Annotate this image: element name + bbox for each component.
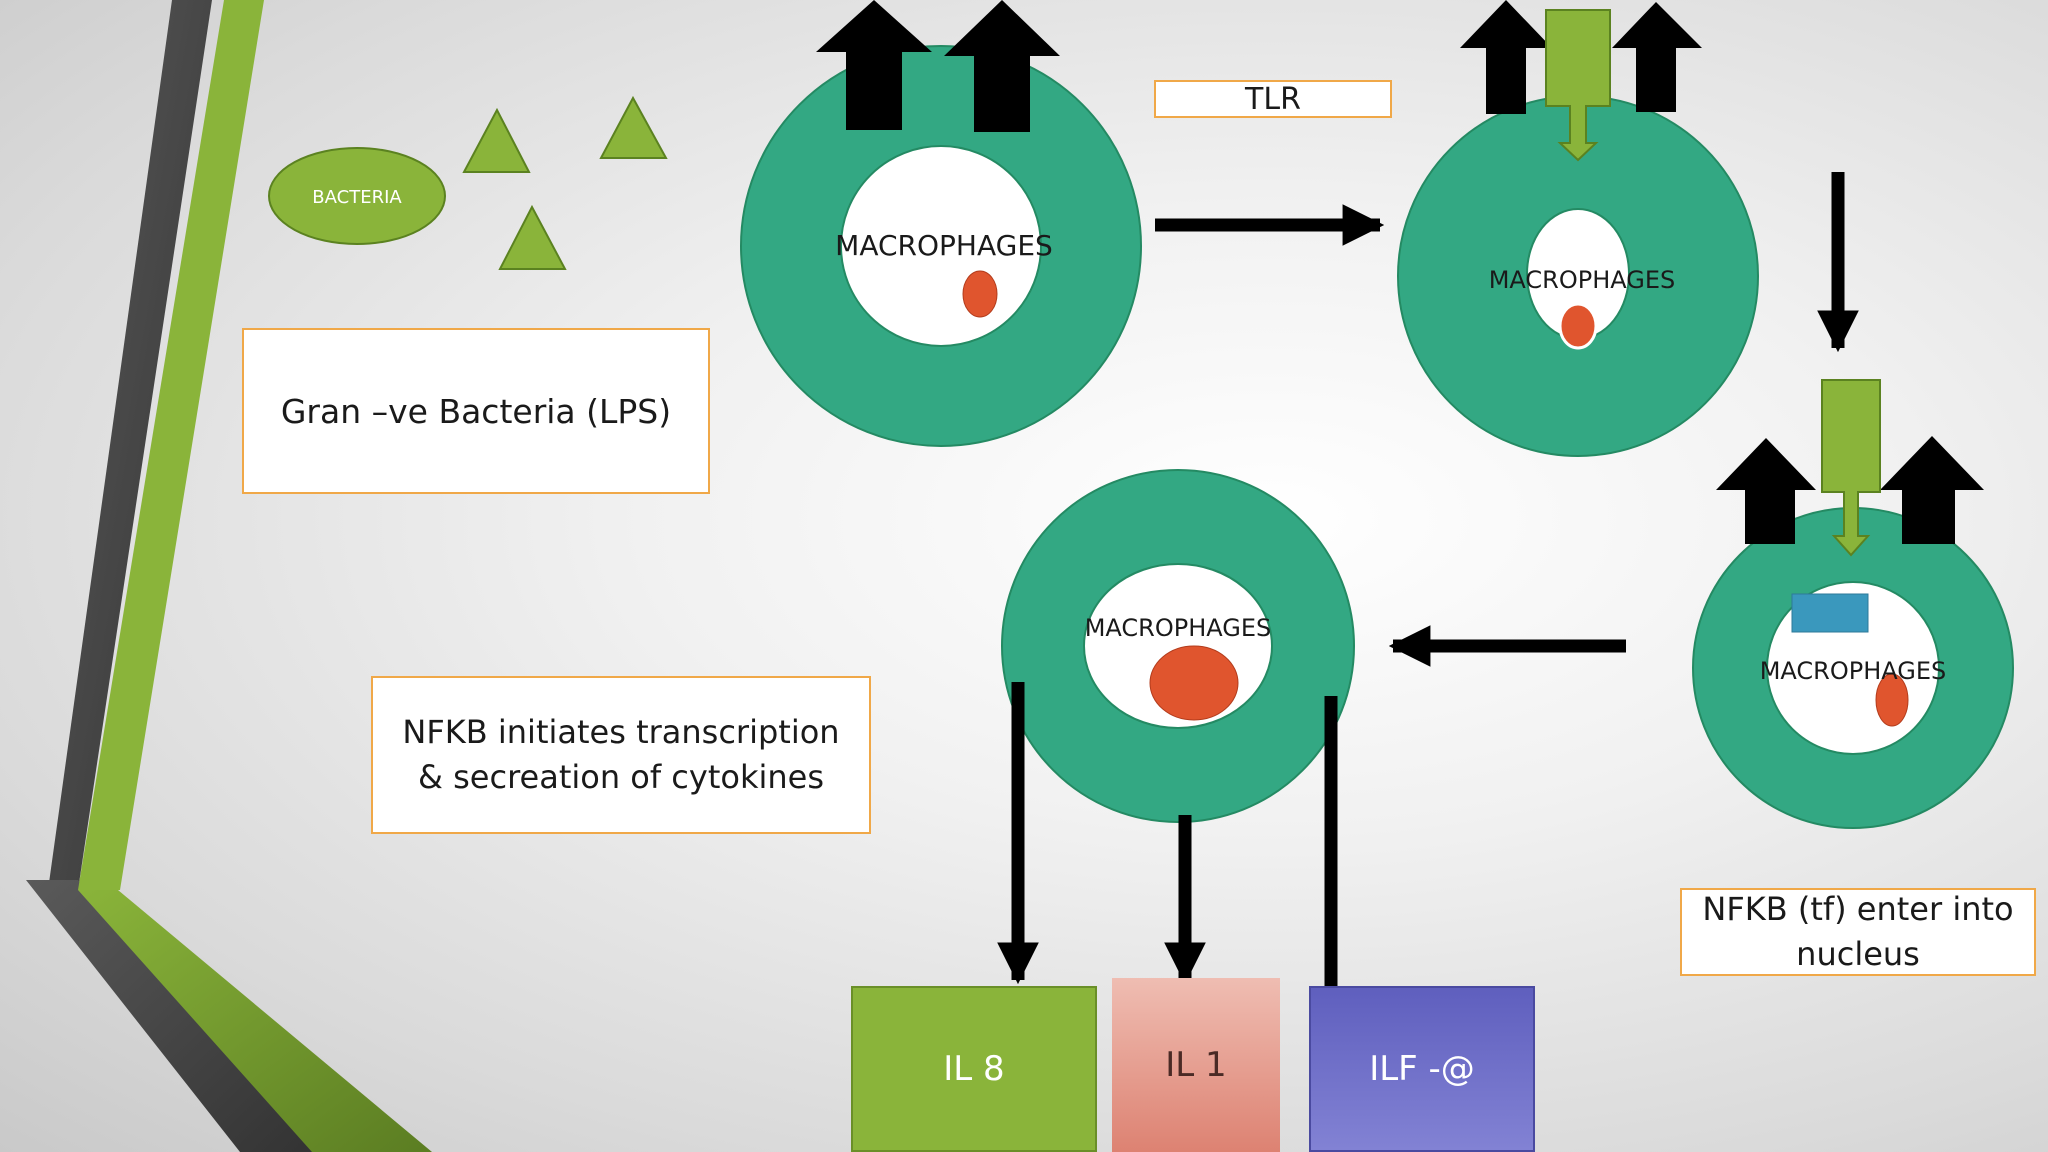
cell-3-label: MACROPHAGES <box>1760 657 1947 685</box>
bacteria-shape <box>268 147 446 245</box>
lps-triangle-3 <box>498 204 567 270</box>
receptor-arrow-up-1 <box>816 0 932 130</box>
macrophage-cell-1 <box>740 0 1142 447</box>
cytokine-box-il1: IL 1 <box>1112 978 1280 1152</box>
lps-triangle-1 <box>462 107 531 173</box>
cytokine-box-ilf: ILF -@ <box>1309 986 1535 1152</box>
receptor-arrow-up-5 <box>1716 438 1816 544</box>
dark-swoosh-upper <box>48 0 212 890</box>
cell-3-nucleus-marker <box>1875 673 1909 727</box>
lps-label: Gran –ve Bacteria (LPS) <box>242 328 710 494</box>
nfkb-transcription-label: NFKB initiates transcription & secreatio… <box>371 676 871 834</box>
nfkb-enter-label: NFKB (tf) enter into nucleus <box>1680 888 2036 976</box>
receptor-arrow-up-6 <box>1880 436 1984 544</box>
cell-1-nucleus-marker <box>962 270 998 318</box>
receptor-arrow-up-2 <box>944 0 1060 132</box>
cell-4-nucleus-marker <box>1149 645 1239 721</box>
dark-swoosh-lower <box>26 880 315 1152</box>
macrophage-cell-4 <box>1001 469 1355 823</box>
decorative-swoosh <box>26 0 432 1152</box>
cytokine-box-il8: IL 8 <box>851 986 1097 1152</box>
green-swoosh-upper <box>78 0 264 890</box>
cell-2-nucleus-marker <box>1558 302 1598 350</box>
receptor-arrow-up-3 <box>1460 0 1552 114</box>
macrophage-cell-3 <box>1692 379 2014 829</box>
nfkb-rect <box>1791 593 1869 633</box>
green-swoosh-lower <box>78 890 432 1152</box>
receptor-arrow-up-4 <box>1612 2 1702 112</box>
cell-4-label: MACROPHAGES <box>1085 614 1272 642</box>
lps-binding-arrow-2 <box>1821 379 1881 557</box>
bacteria-label: BACTERIA <box>312 187 402 208</box>
macrophage-cell-2 <box>1397 0 1759 457</box>
cell-2-label: MACROPHAGES <box>1489 266 1676 294</box>
lps-binding-arrow-1 <box>1545 9 1611 162</box>
tlr-label: TLR <box>1154 80 1392 118</box>
cell-1-label: MACROPHAGES <box>835 229 1053 262</box>
lps-triangle-2 <box>599 95 668 159</box>
